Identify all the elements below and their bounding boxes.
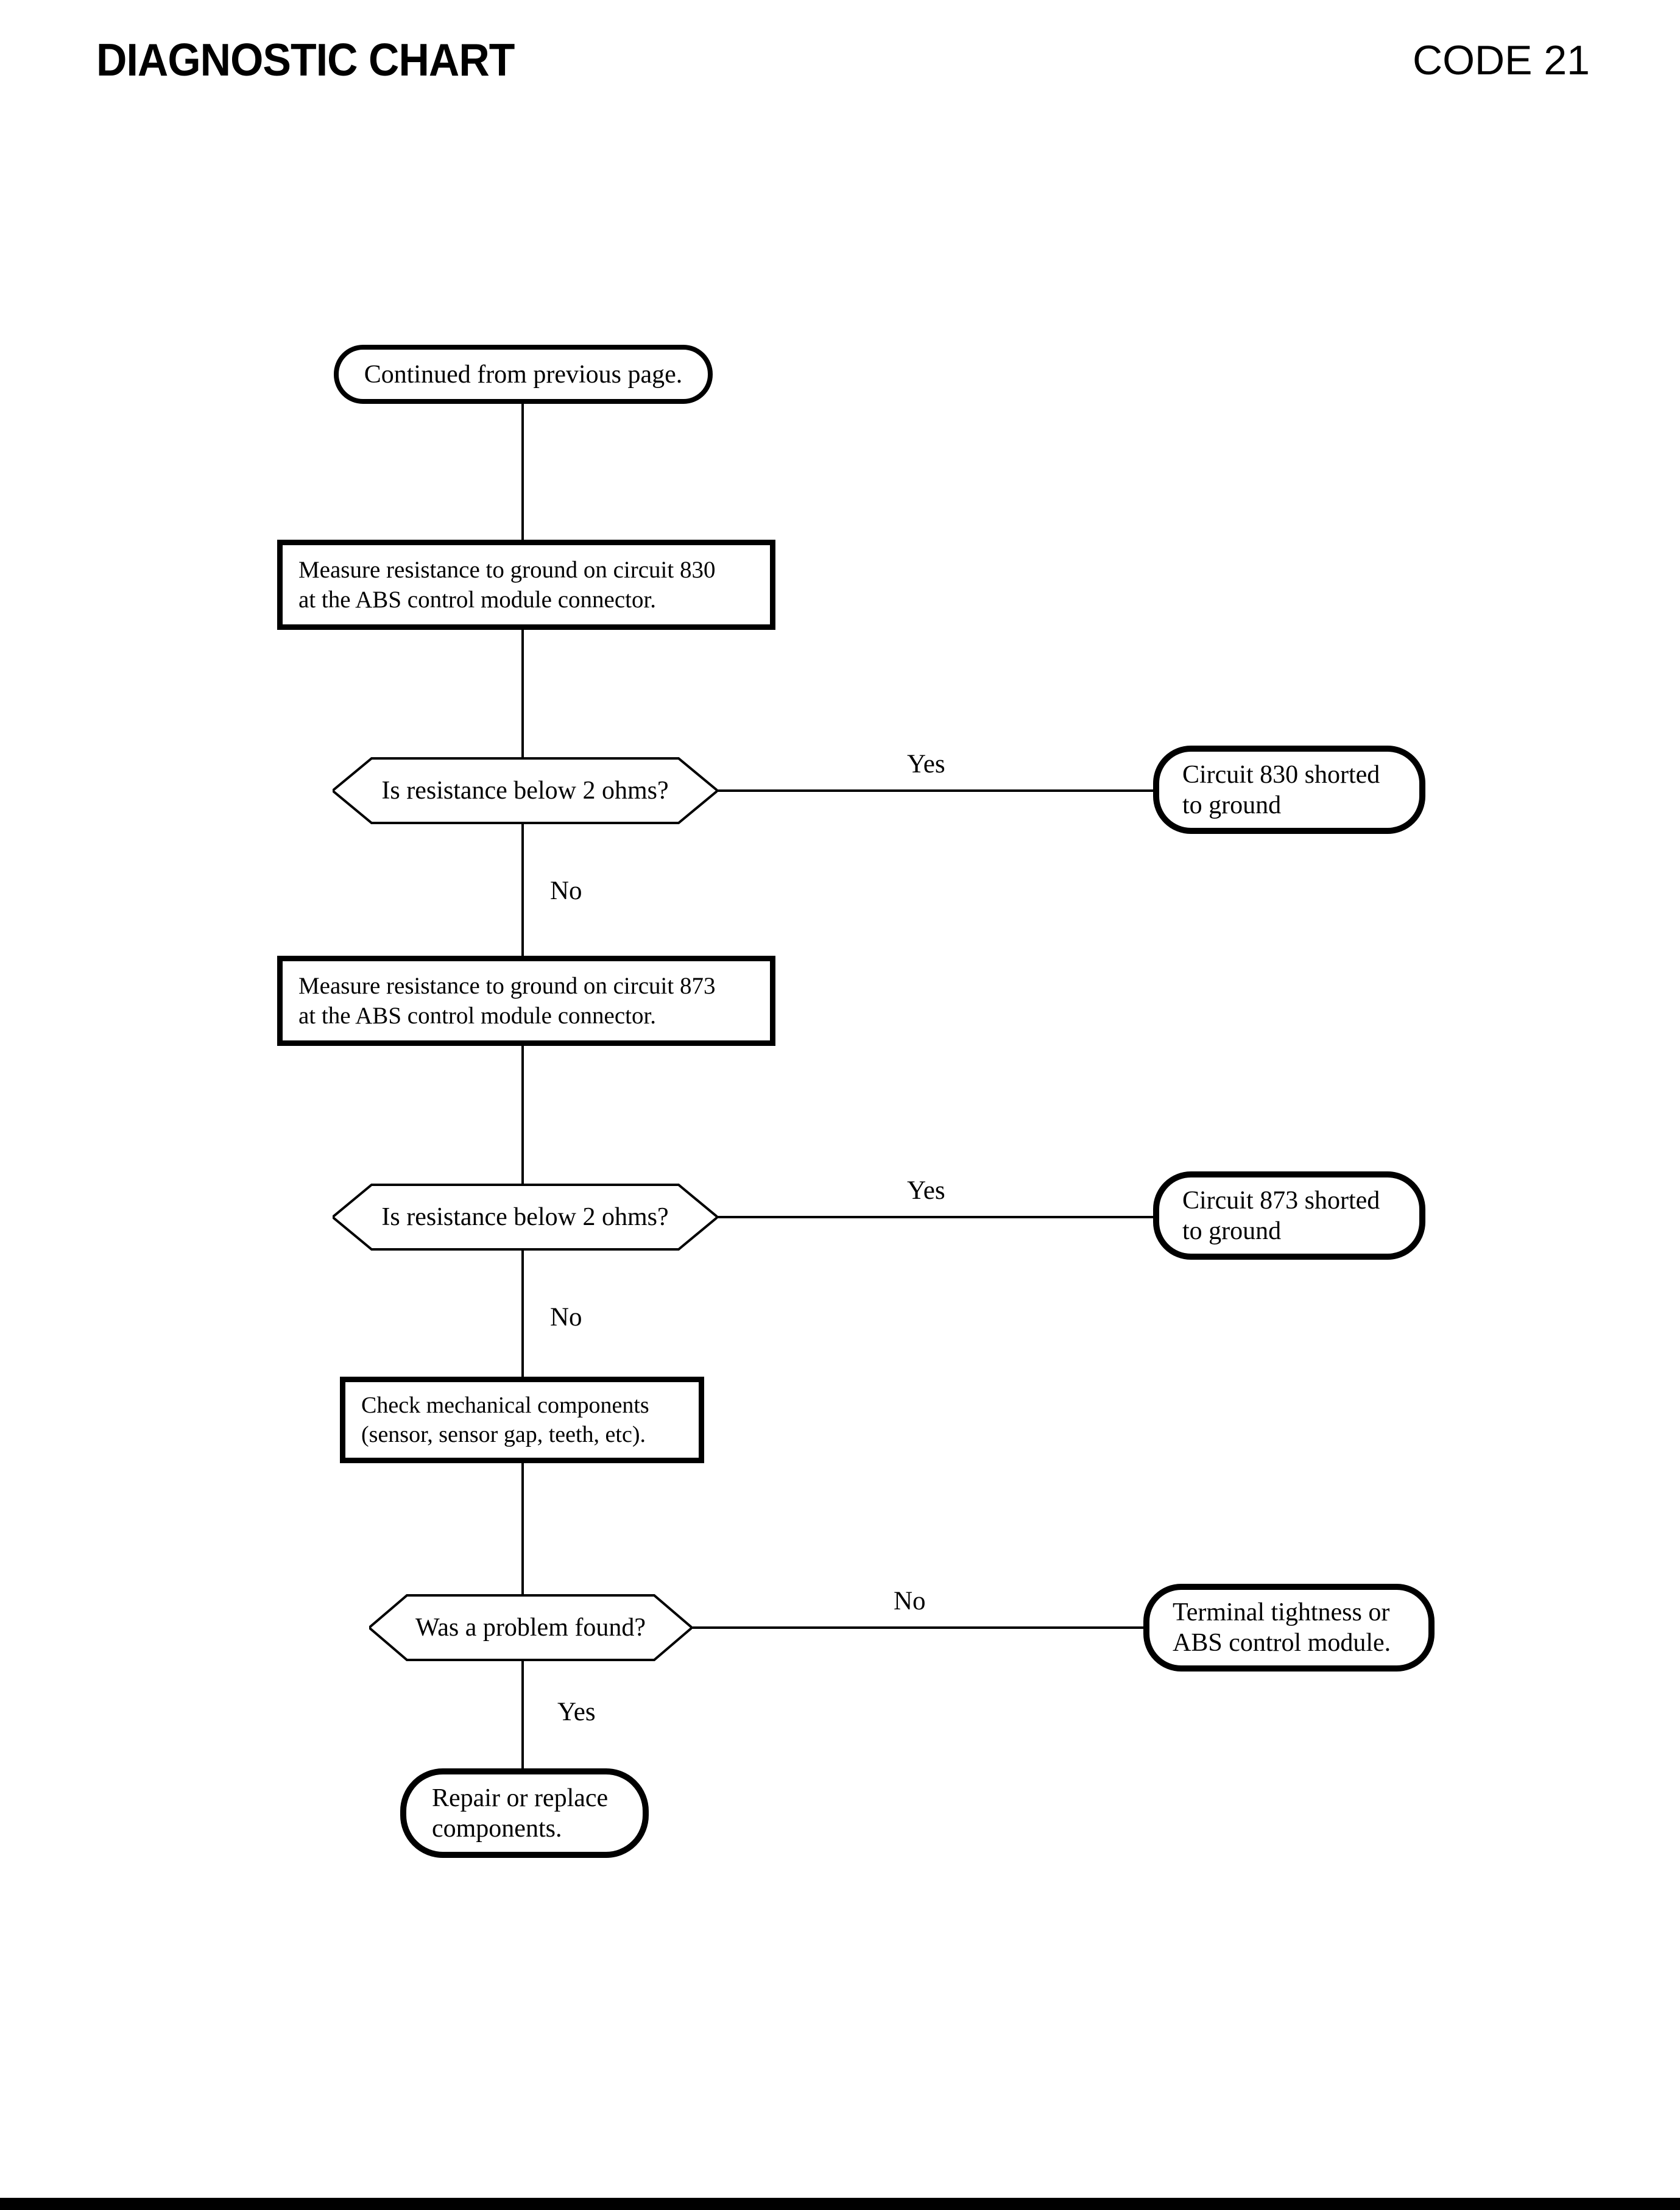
result-terminal-line1: Terminal tightness or [1173,1598,1390,1626]
result-repair-line2: components. [432,1814,562,1843]
process-check-mechanical: Check mechanical components (sensor, sen… [340,1377,704,1463]
result-830-line1: Circuit 830 shorted [1182,760,1380,789]
page-title: DIAGNOSTIC CHART [96,34,515,85]
process-measure-873: Measure resistance to ground on circuit … [277,956,775,1046]
connector-decision873-yes [718,1216,1153,1218]
result-circuit-830-shorted: Circuit 830 shorted to ground [1153,746,1425,834]
edge-label-yes-830: Yes [907,750,945,778]
edge-label-no-830: No [550,877,582,905]
process-measure-873-line2: at the ABS control module connector. [298,1003,657,1029]
process-measure-830-line1: Measure resistance to ground on circuit … [298,557,716,583]
start-terminal: Continued from previous page. [334,345,713,404]
result-873-line1: Circuit 873 shorted [1182,1186,1380,1215]
connector-measure873-to-decision873 [521,1046,524,1184]
result-repair-replace: Repair or replace components. [400,1768,649,1858]
decision-problem-text: Was a problem found? [415,1614,646,1642]
connector-measure830-to-decision830 [521,630,524,757]
connector-decision830-to-measure873 [521,824,524,956]
result-terminal-tightness: Terminal tightness or ABS control module… [1143,1584,1435,1672]
process-check-mechanical-line2: (sensor, sensor gap, teeth, etc). [361,1422,646,1447]
edge-label-no-873: No [550,1303,582,1332]
decision-830-hexagon-shape [333,757,718,824]
process-measure-830-line2: at the ABS control module connector. [298,587,657,613]
edge-label-yes-873: Yes [907,1176,945,1205]
connector-problem-no [692,1626,1143,1629]
result-circuit-873-shorted: Circuit 873 shorted to ground [1153,1171,1425,1260]
page-bottom-bar [0,2198,1680,2210]
result-repair-line1: Repair or replace [432,1784,609,1812]
decision-873-hexagon-shape [333,1184,718,1251]
decision-problem-found: Was a problem found? [369,1594,692,1661]
connector-mechanical-to-problem [521,1463,524,1594]
code-label: CODE 21 [1413,37,1590,83]
process-measure-873-line1: Measure resistance to ground on circuit … [298,973,716,999]
result-873-line2: to ground [1182,1216,1282,1245]
decision-873-text: Is resistance below 2 ohms? [381,1203,669,1231]
result-terminal-line2: ABS control module. [1173,1629,1391,1657]
connector-start-to-measure830 [521,404,524,540]
edge-label-no-problem: No [894,1587,926,1615]
decision-873: Is resistance below 2 ohms? [333,1184,718,1251]
connector-decision830-yes [718,789,1153,792]
decision-problem-hexagon-shape [369,1594,692,1661]
result-830-line2: to ground [1182,791,1282,819]
edge-label-yes-problem: Yes [557,1698,596,1726]
connector-problem-to-repair [521,1661,524,1768]
process-check-mechanical-line1: Check mechanical components [361,1393,649,1418]
process-measure-830: Measure resistance to ground on circuit … [277,540,775,630]
connector-decision873-to-mechanical [521,1251,524,1377]
start-terminal-text: Continued from previous page. [364,360,683,389]
decision-830-text: Is resistance below 2 ohms? [381,777,669,805]
decision-830: Is resistance below 2 ohms? [333,757,718,824]
